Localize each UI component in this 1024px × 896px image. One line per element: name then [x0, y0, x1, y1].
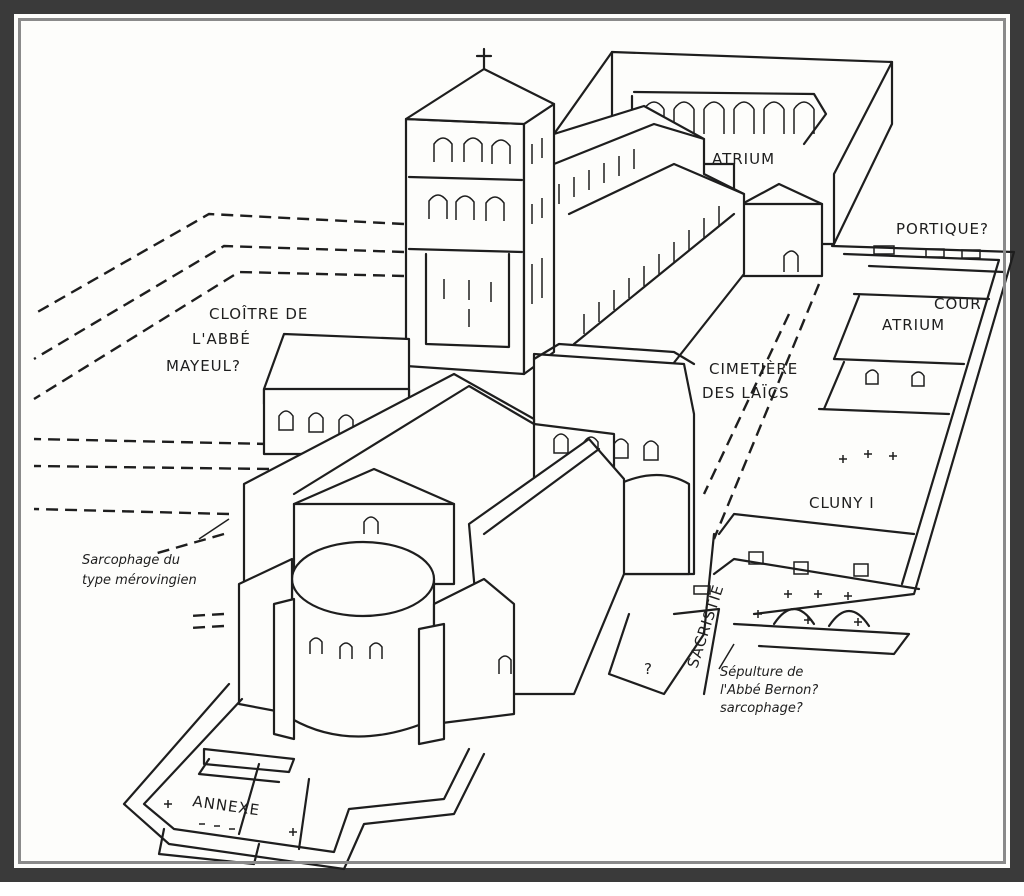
label-sarcophage-line2: type mérovingien: [82, 573, 197, 588]
label-sepulture-line3: sarcophage?: [720, 701, 803, 716]
label-sacristie: SACRISTIE: [684, 582, 728, 670]
label-cour: COUR: [934, 295, 982, 313]
label-atrium-top: ATRIUM: [712, 150, 775, 168]
label-sarcophage-line1: Sarcophage du: [82, 553, 180, 568]
cluny-enclosure: [607, 244, 1016, 696]
atrium-building: [552, 50, 894, 278]
label-cluny: CLUNY I: [809, 494, 875, 512]
label-cimetiere-line2: DES LAÏCS: [702, 383, 790, 402]
annexe-foundations: [122, 682, 486, 871]
cloister-dashed-outline: [33, 212, 405, 630]
cemetery-dashed-boundary: [702, 283, 821, 540]
label-cloitre-line2: L'ABBÉ: [192, 329, 251, 348]
label-sepulture-line1: Sépulture de: [720, 665, 803, 680]
label-atrium-right: ATRIUM: [882, 316, 945, 334]
nave-roof: [532, 104, 746, 371]
label-cimetiere-line1: CIMETIÈRE: [709, 359, 798, 378]
bell-tower: [404, 47, 556, 376]
right-transept: [532, 342, 696, 576]
label-question-mark: ?: [644, 660, 653, 678]
leader-lines: [198, 518, 735, 670]
label-cloitre-line1: CLOÎTRE DE: [209, 304, 308, 323]
church-body: [237, 372, 626, 746]
label-sepulture-line2: l'Abbé Bernon?: [720, 683, 818, 698]
label-cloitre-line3: MAYEUL?: [166, 357, 241, 375]
cluny-abbey-drawing: ATRIUM PORTIQUE? COUR ATRIUM CLOÎTRE DE …: [33, 47, 1016, 871]
label-portique: PORTIQUE?: [896, 220, 989, 238]
